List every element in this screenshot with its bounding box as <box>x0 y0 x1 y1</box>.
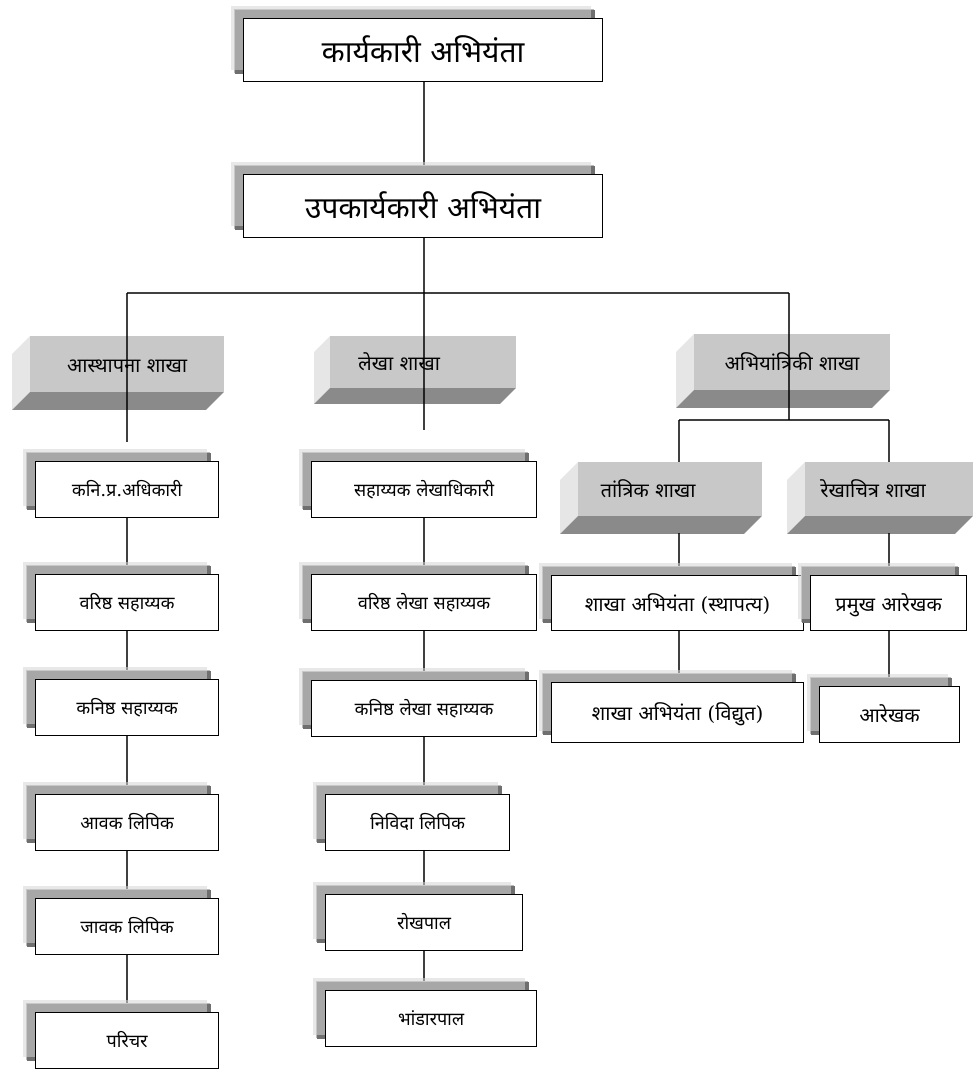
accounts-post-6: भांडारपाल <box>325 990 537 1047</box>
accounts-post-2: वरिष्ठ लेखा सहाय्यक <box>311 574 537 631</box>
branch-accounts-side <box>314 336 330 404</box>
branch-engineering-side <box>676 334 694 408</box>
branch-accounts-base <box>314 388 516 404</box>
accounts-post-5: रोखपाल <box>325 894 523 951</box>
branch-accounts-label: लेखा शाखा <box>358 350 440 375</box>
branch-establishment-base <box>12 392 224 410</box>
establishment-post-1: कनि.प्र.अधिकारी <box>35 461 219 518</box>
deputy-executive-engineer-box: उपकार्यकारी अभियंता <box>243 174 603 238</box>
accounts-post-4: निविदा लिपिक <box>325 794 510 851</box>
branch-engineering-label: अभियांत्रिकी शाखा <box>724 350 860 375</box>
establishment-post-3: कनिष्ठ सहाय्यक <box>35 679 219 736</box>
drawing-post-1: प्रमुख आरेखक <box>810 575 967 631</box>
branch-establishment-label: आस्थापना शाखा <box>66 352 188 377</box>
establishment-post-4: आवक लिपिक <box>35 794 219 851</box>
branch-accounts-face <box>330 336 516 388</box>
branch-technical-base <box>560 516 762 534</box>
executive-engineer-box: कार्यकारी अभियंता <box>243 18 603 82</box>
branch-drawing-base <box>787 516 973 534</box>
branch-technical-shape <box>560 462 762 534</box>
branch-drawing-shape <box>787 462 973 534</box>
branch-technical-side <box>560 462 578 534</box>
branch-engineering-face <box>694 334 890 390</box>
accounts-post-1: सहाय्यक लेखाधिकारी <box>311 461 537 518</box>
technical-post-2: शाखा अभियंता (विद्युत) <box>551 682 804 743</box>
branch-engineering-shape <box>676 334 890 408</box>
branch-drawing-side <box>787 462 805 534</box>
branch-engineering-base <box>676 390 890 408</box>
drawing-post-2: आरेखक <box>819 686 960 743</box>
establishment-post-5: जावक लिपिक <box>35 898 219 955</box>
technical-post-1: शाखा अभियंता (स्थापत्य) <box>551 575 804 631</box>
establishment-post-2: वरिष्ठ सहाय्यक <box>35 574 219 631</box>
branch-establishment-side <box>12 336 30 410</box>
branch-technical-face <box>578 462 762 516</box>
branch-drawing-face <box>805 462 973 516</box>
establishment-post-6: परिचर <box>35 1012 219 1069</box>
branch-drawing-label: रेखाचित्र शाखा <box>820 477 926 502</box>
branch-technical-label: तांत्रिक शाखा <box>600 477 696 502</box>
accounts-post-3: कनिष्ठ लेखा सहाय्यक <box>311 680 537 737</box>
branch-accounts-shape <box>314 336 516 404</box>
